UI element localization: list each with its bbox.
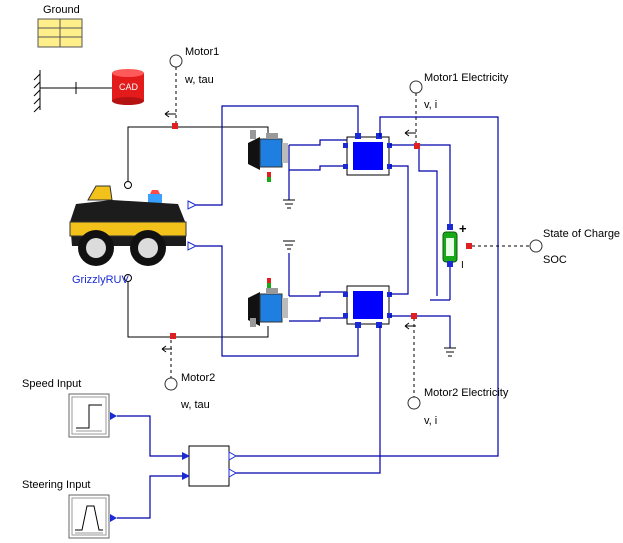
motor1-flange-port xyxy=(172,123,178,129)
motor1-vars: w, tau xyxy=(184,74,214,86)
vehicle-signal-wires xyxy=(196,105,359,357)
ground-label: Ground xyxy=(43,4,80,16)
soc-title: State of Charge xyxy=(543,228,620,240)
motor2-label: Motor2 xyxy=(181,372,215,384)
cad-block[interactable]: CAD xyxy=(112,69,144,105)
speed-input-label: Speed Input xyxy=(22,378,81,390)
vehicle-label: GrizzlyRUV xyxy=(72,274,129,286)
motor1[interactable] xyxy=(248,130,295,209)
controller-block[interactable] xyxy=(182,445,238,487)
input-wires xyxy=(117,415,182,519)
motor1-electricity-sensor[interactable]: Motor1 Electricity v, i xyxy=(404,72,509,149)
motor2-driver[interactable] xyxy=(343,285,392,328)
motor2-elec-vars: v, i xyxy=(424,415,437,427)
steering-input-block[interactable]: Steering Input xyxy=(22,479,117,539)
motor1-elec-vars: v, i xyxy=(424,99,437,111)
battery-wires xyxy=(390,144,456,357)
grid-ground-icon xyxy=(37,18,83,48)
motor2-sensor[interactable]: Motor2 w, tau xyxy=(161,340,215,411)
motor2[interactable] xyxy=(248,240,295,327)
battery-icon xyxy=(442,231,458,263)
motor-icon xyxy=(248,130,288,182)
step-signal-icon xyxy=(71,396,107,435)
soc-var: SOC xyxy=(543,254,567,266)
mechanical-wires xyxy=(124,123,269,339)
vehicle-signal-port-top xyxy=(187,200,198,210)
motor-icon xyxy=(248,278,288,327)
steering-input-label: Steering Input xyxy=(22,479,91,491)
battery-plus: + xyxy=(459,221,467,236)
vehicle-signal-port-bottom xyxy=(187,241,198,251)
ground-block[interactable]: Ground xyxy=(37,4,83,48)
motor1-driver[interactable] xyxy=(343,133,392,176)
fixed-mount[interactable] xyxy=(33,70,112,113)
motor2-flange-port xyxy=(170,333,176,339)
speed-input-block[interactable]: Speed Input xyxy=(22,378,117,438)
motor-driver-wires xyxy=(289,139,347,322)
soc-sensor[interactable]: State of Charge SOC xyxy=(472,228,620,266)
vehicle-block[interactable]: GrizzlyRUV xyxy=(69,185,198,286)
cad-cylinder-icon xyxy=(112,69,144,105)
motor2-electricity-sensor[interactable]: Motor2 Electricity v, i xyxy=(404,313,509,427)
motor1-sensor[interactable]: Motor1 w, tau xyxy=(164,46,219,125)
battery-minus: I xyxy=(461,260,464,271)
motor1-label: Motor1 xyxy=(185,46,219,58)
battery-block[interactable]: + I xyxy=(442,221,472,271)
controller-driver-wires xyxy=(232,116,499,474)
trapezoid-signal-icon xyxy=(71,497,107,536)
motor2-vars: w, tau xyxy=(180,399,210,411)
utility-vehicle-icon xyxy=(69,185,187,266)
motor1-elec-label: Motor1 Electricity xyxy=(424,72,509,84)
motor2-elec-label: Motor2 Electricity xyxy=(424,387,509,399)
cad-label: CAD xyxy=(119,82,139,92)
